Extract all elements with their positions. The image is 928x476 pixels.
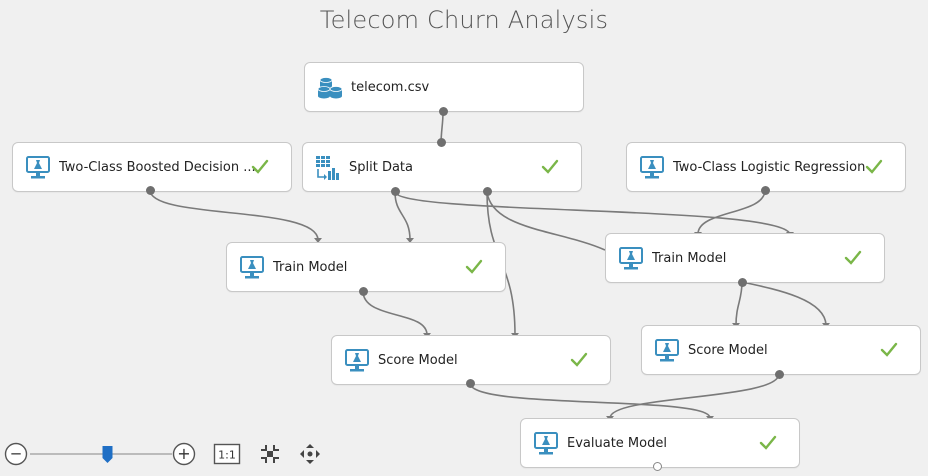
actual-size-label: 1:1 bbox=[218, 449, 236, 462]
module-label: Score Model bbox=[688, 343, 768, 358]
module-label: Train Model bbox=[273, 260, 348, 275]
wire-split-to-train2-a bbox=[394, 191, 791, 235]
wire-split-to-score2 bbox=[486, 191, 606, 251]
zoom-out-button[interactable]: − bbox=[4, 442, 28, 466]
check-icon bbox=[759, 435, 777, 450]
output-port-open[interactable] bbox=[653, 462, 662, 471]
module-boosted-decision-tree[interactable]: Two-Class Boosted Decision ... bbox=[12, 142, 292, 192]
module-logistic-regression[interactable]: Two-Class Logistic Regression bbox=[626, 142, 906, 192]
output-port[interactable] bbox=[439, 107, 448, 116]
module-score-model-1[interactable]: Score Model bbox=[331, 335, 611, 385]
database-icon bbox=[317, 77, 343, 99]
output-port[interactable] bbox=[466, 379, 475, 388]
wire-split-to-train1 bbox=[394, 191, 411, 241]
check-icon bbox=[865, 159, 883, 174]
output-port-left[interactable] bbox=[391, 187, 400, 196]
check-icon bbox=[541, 159, 559, 174]
output-port-right[interactable] bbox=[483, 187, 492, 196]
module-label: Two-Class Logistic Regression bbox=[673, 160, 866, 175]
pan-icon[interactable] bbox=[298, 442, 322, 466]
check-icon bbox=[570, 352, 588, 367]
wire-train2-to-score2-b bbox=[741, 281, 827, 326]
zoom-in-label: + bbox=[177, 444, 190, 463]
flask-monitor-icon bbox=[619, 247, 643, 270]
output-port[interactable] bbox=[738, 278, 747, 287]
wire-boosted-to-train1 bbox=[149, 189, 319, 241]
slider-thumb[interactable] bbox=[102, 446, 113, 463]
flask-monitor-icon bbox=[240, 256, 264, 279]
module-score-model-2[interactable]: Score Model bbox=[641, 325, 921, 375]
module-label: Evaluate Model bbox=[567, 436, 667, 451]
check-icon bbox=[465, 259, 483, 274]
output-port[interactable] bbox=[761, 186, 770, 195]
flask-monitor-icon bbox=[345, 349, 369, 372]
module-dataset[interactable]: telecom.csv bbox=[304, 62, 584, 112]
wire-logistic-to-train2 bbox=[697, 189, 766, 235]
module-label: Two-Class Boosted Decision ... bbox=[59, 160, 256, 175]
wire-train2-to-score2-a bbox=[735, 281, 743, 326]
zoom-toolbar: − + 1:1 bbox=[0, 440, 340, 470]
check-icon bbox=[844, 250, 862, 265]
module-train-model-1[interactable]: Train Model bbox=[226, 242, 506, 292]
module-split-data[interactable]: Split Data bbox=[302, 142, 582, 192]
check-icon bbox=[251, 159, 269, 174]
zoom-out-label: − bbox=[10, 445, 23, 463]
output-port[interactable] bbox=[359, 287, 368, 296]
actual-size-button[interactable]: 1:1 bbox=[213, 442, 241, 466]
experiment-title: Telecom Churn Analysis bbox=[319, 6, 609, 34]
module-label: Score Model bbox=[378, 353, 458, 368]
split-data-icon bbox=[316, 156, 339, 180]
module-label: Split Data bbox=[349, 160, 413, 175]
fit-to-screen-icon[interactable] bbox=[258, 442, 282, 466]
wire-train1-to-score1 bbox=[362, 290, 428, 336]
flask-monitor-icon bbox=[534, 432, 558, 455]
flask-monitor-icon bbox=[26, 156, 50, 179]
zoom-in-button[interactable]: + bbox=[172, 442, 196, 466]
flask-monitor-icon bbox=[655, 339, 679, 362]
module-label: telecom.csv bbox=[351, 80, 430, 95]
flask-monitor-icon bbox=[640, 156, 664, 179]
output-port[interactable] bbox=[146, 186, 155, 195]
wire-score2-to-evaluate bbox=[609, 373, 780, 419]
module-evaluate-model[interactable]: Evaluate Model bbox=[520, 418, 800, 468]
wire-score1-to-evaluate bbox=[469, 382, 711, 419]
check-icon bbox=[880, 342, 898, 357]
input-port[interactable] bbox=[437, 138, 446, 147]
module-label: Train Model bbox=[652, 251, 727, 266]
module-train-model-2[interactable]: Train Model bbox=[605, 233, 885, 283]
zoom-slider[interactable] bbox=[30, 442, 172, 466]
output-port[interactable] bbox=[775, 370, 784, 379]
